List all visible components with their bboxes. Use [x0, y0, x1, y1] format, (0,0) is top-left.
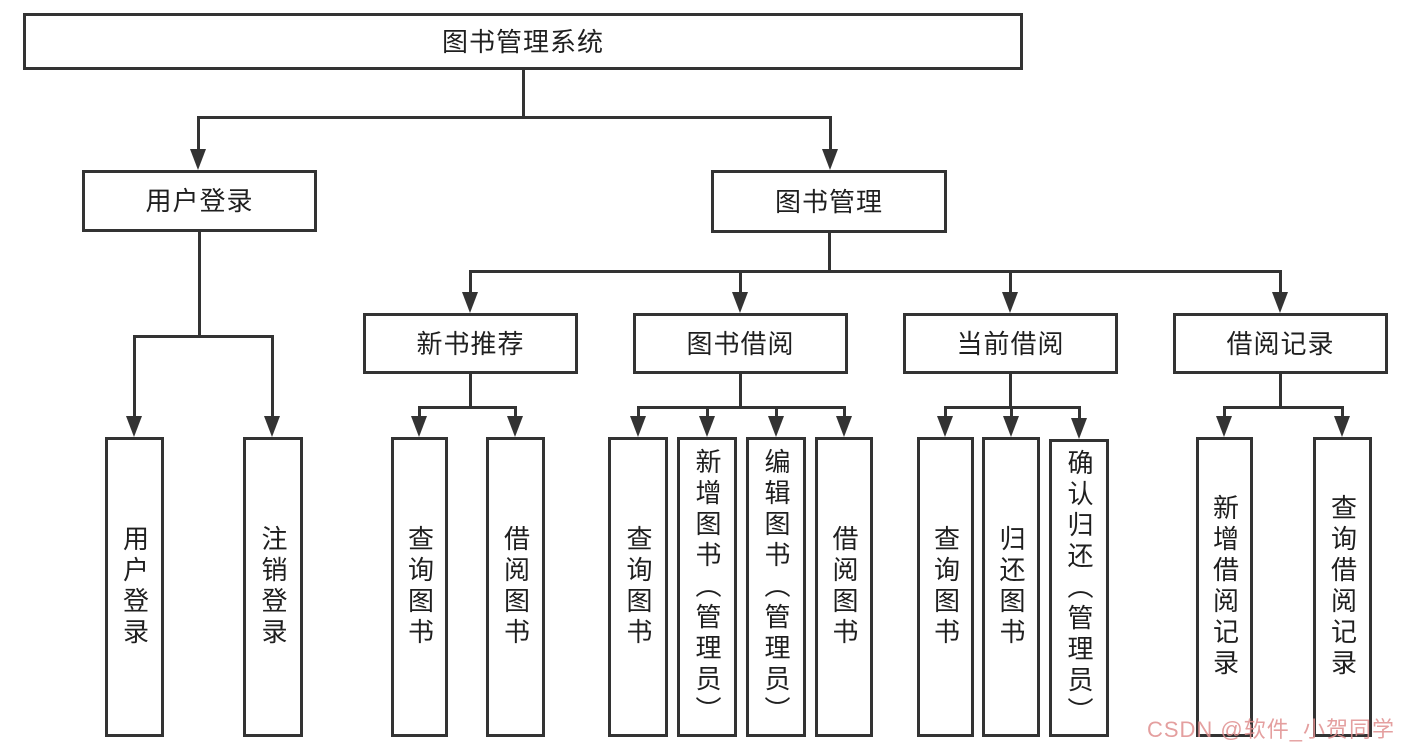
node-leaf-edit-books-admin: 编辑图书（管理员）: [746, 437, 806, 737]
arrowhead-down-icon: [190, 149, 206, 170]
connector-vline: [827, 233, 831, 273]
connector-hline: [417, 405, 517, 409]
connector-hline: [468, 269, 1282, 273]
node-label: 图书借阅: [686, 328, 795, 359]
node-leaf-query-books-current: 查询图书: [917, 437, 974, 737]
connector-vline: [468, 374, 472, 409]
connector-hline: [1222, 405, 1344, 409]
node-leaf-add-borrow-record: 新增借阅记录: [1196, 437, 1253, 737]
node-label: 查询借阅记录: [1327, 494, 1358, 680]
node-label: 查询图书: [930, 525, 961, 649]
arrowhead-down-icon: [1334, 416, 1350, 437]
node-new-book-recommend: 新书推荐: [363, 313, 578, 374]
node-label: 查询图书: [623, 525, 653, 649]
connector-vline: [197, 231, 201, 338]
node-leaf-logout: 注销登录: [243, 437, 303, 737]
arrowhead-down-icon: [732, 292, 748, 313]
connector-vline: [738, 374, 742, 409]
node-leaf-return-books: 归还图书: [982, 437, 1040, 737]
connector-arrow-shaft: [132, 336, 136, 425]
node-leaf-query-books-borrowing: 查询图书: [608, 437, 668, 737]
arrowhead-down-icon: [1071, 418, 1087, 439]
node-label: 归还图书: [996, 525, 1026, 649]
node-label: 查询图书: [404, 525, 435, 649]
node-label: 当前借阅: [956, 328, 1065, 359]
node-leaf-query-books-recommend: 查询图书: [391, 437, 448, 737]
node-leaf-confirm-return-admin: 确认归还（管理员）: [1049, 439, 1109, 737]
node-label: 用户登录: [145, 186, 254, 216]
connector-vline: [1008, 374, 1012, 409]
connector-hline: [196, 115, 832, 119]
arrowhead-down-icon: [411, 416, 427, 437]
node-label: 图书管理系统: [441, 26, 604, 57]
arrowhead-down-icon: [630, 416, 646, 437]
node-user-login-branch: 用户登录: [82, 170, 317, 232]
node-label: 用户登录: [119, 525, 150, 649]
node-label: 注销登录: [258, 525, 288, 649]
csdn-watermark: CSDN @软件_小贺同学: [1146, 717, 1395, 742]
node-leaf-add-books-admin: 新增图书（管理员）: [677, 437, 737, 737]
connector-arrow-shaft: [1008, 271, 1012, 301]
connector-arrow-shaft: [468, 271, 472, 301]
node-label: 新增借阅记录: [1209, 494, 1240, 680]
connector-arrow-shaft: [828, 117, 832, 158]
connector-vline: [521, 69, 525, 119]
arrowhead-down-icon: [507, 416, 523, 437]
connector-vline: [1278, 374, 1282, 409]
node-label: 图书管理: [774, 186, 883, 217]
connector-arrow-shaft: [738, 271, 742, 301]
arrowhead-down-icon: [836, 416, 852, 437]
node-leaf-borrow-books-borrowing: 借阅图书: [815, 437, 873, 737]
arrowhead-down-icon: [699, 416, 715, 437]
node-book-borrowing: 图书借阅: [633, 313, 848, 374]
node-label: 编辑图书（管理员）: [761, 447, 791, 727]
node-label: 借阅图书: [500, 525, 531, 649]
node-leaf-user-login: 用户登录: [105, 437, 164, 737]
connector-hline: [636, 405, 846, 409]
arrowhead-down-icon: [462, 292, 478, 313]
node-label: 确认归还（管理员）: [1064, 448, 1094, 728]
arrowhead-down-icon: [1003, 416, 1019, 437]
arrowhead-down-icon: [768, 416, 784, 437]
arrowhead-down-icon: [1216, 416, 1232, 437]
node-borrowing-records: 借阅记录: [1173, 313, 1388, 374]
arrowhead-down-icon: [937, 416, 953, 437]
arrowhead-down-icon: [1002, 292, 1018, 313]
node-root: 图书管理系统: [23, 13, 1023, 70]
node-leaf-borrow-books-recommend: 借阅图书: [486, 437, 545, 737]
node-label: 借阅图书: [829, 525, 859, 649]
node-label: 借阅记录: [1226, 328, 1335, 359]
arrowhead-down-icon: [1272, 292, 1288, 313]
connector-arrow-shaft: [1077, 407, 1081, 427]
node-label: 新书推荐: [416, 328, 525, 359]
arrowhead-down-icon: [822, 149, 838, 170]
node-current-borrowing: 当前借阅: [903, 313, 1118, 374]
node-label: 新增图书（管理员）: [692, 447, 722, 727]
arrowhead-down-icon: [264, 416, 280, 437]
connector-arrow-shaft: [270, 336, 274, 425]
connector-hline: [132, 334, 274, 338]
node-leaf-query-borrow-record: 查询借阅记录: [1313, 437, 1372, 737]
arrowhead-down-icon: [126, 416, 142, 437]
connector-arrow-shaft: [1278, 271, 1282, 301]
node-book-management: 图书管理: [711, 170, 947, 233]
connector-arrow-shaft: [196, 117, 200, 158]
